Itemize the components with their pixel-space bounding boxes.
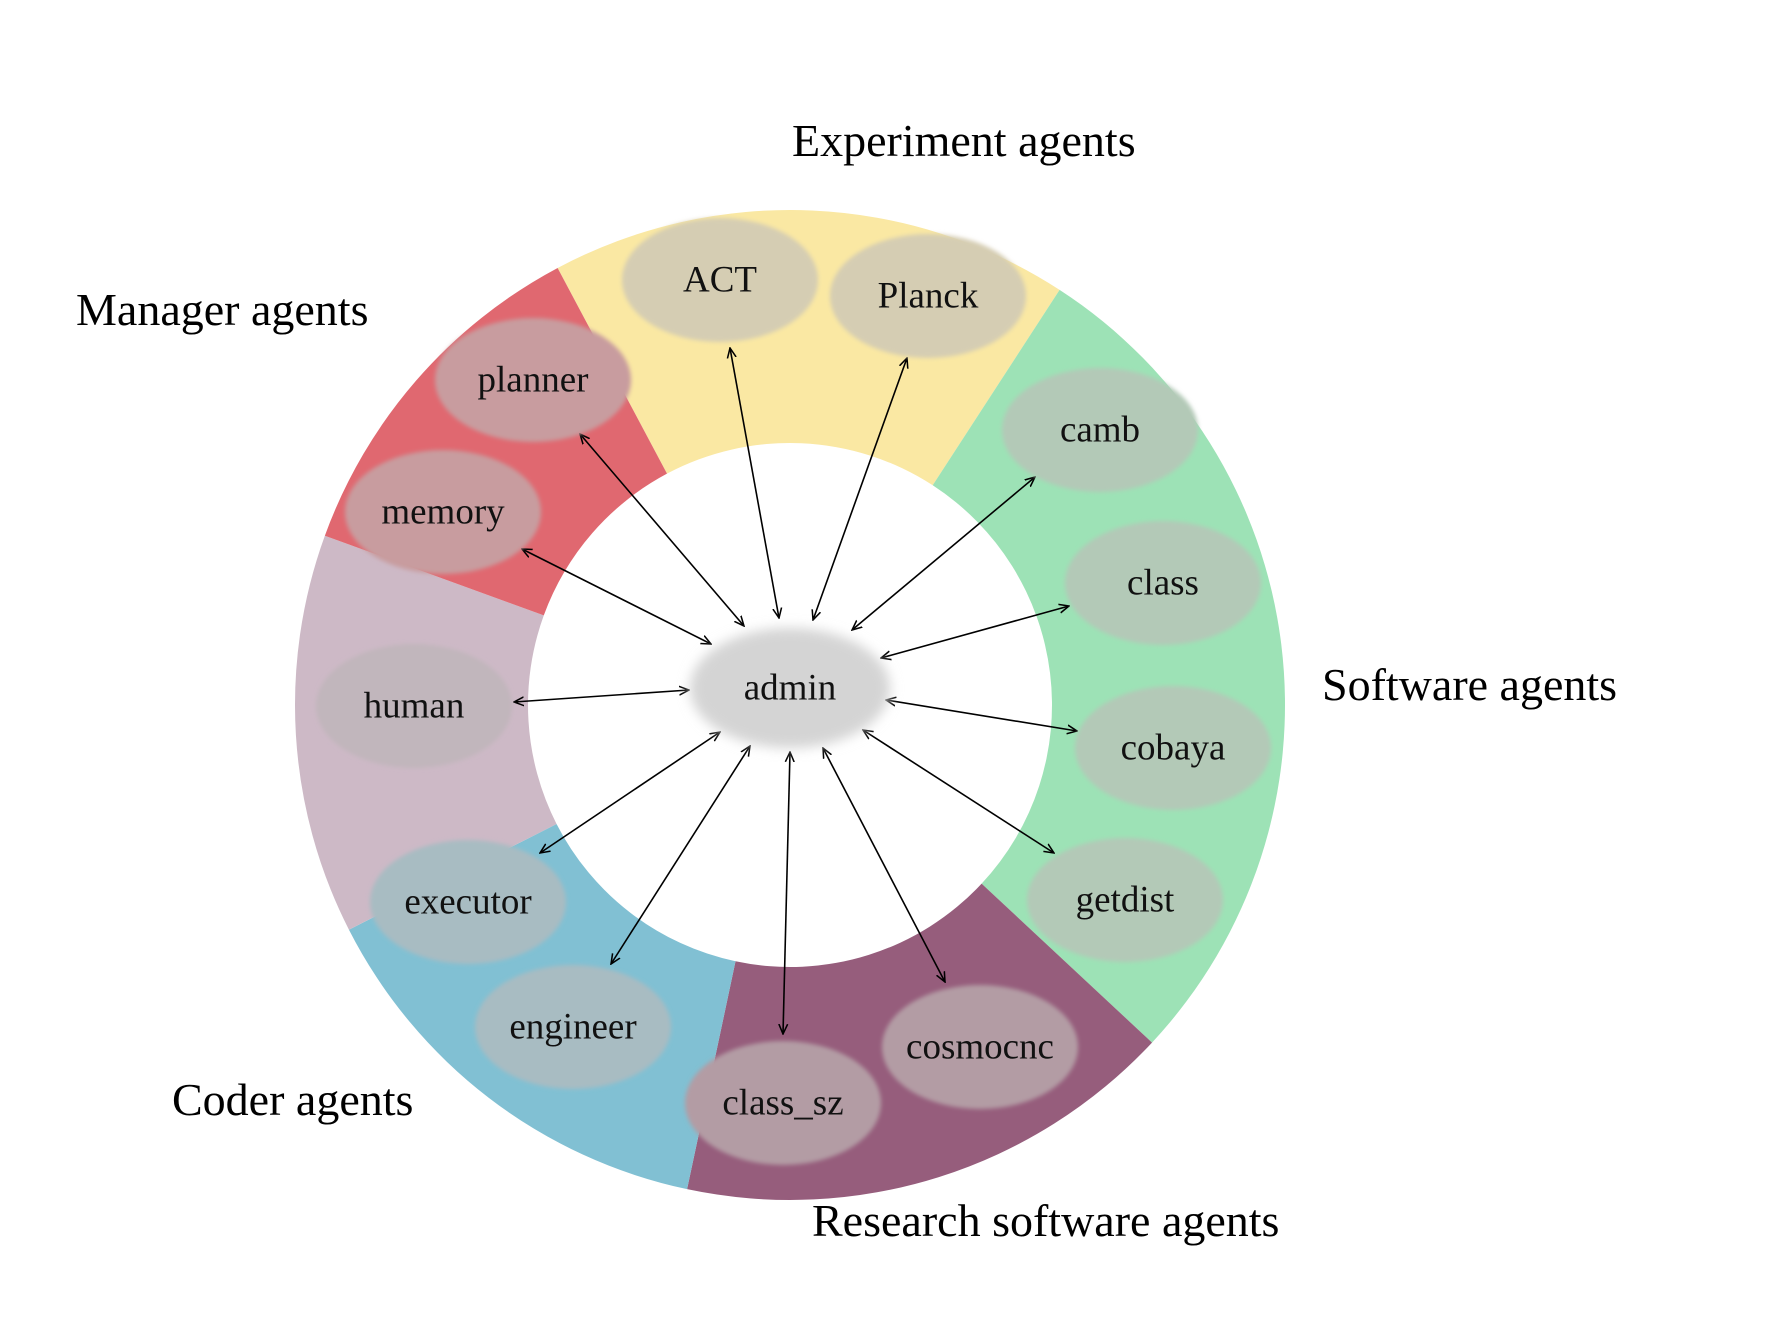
node-planner-ellipse — [435, 318, 631, 442]
group-labels: Experiment agents Software agents Resear… — [76, 115, 1617, 1246]
edge-admin-cosmocnc — [823, 748, 945, 982]
node-human-label: human — [364, 686, 465, 727]
node-class-sz-label: class_sz — [722, 1083, 843, 1124]
node-planner-label: planner — [478, 360, 589, 401]
node-cobaya[interactable]: cobaya — [1075, 686, 1271, 810]
node-camb-label: camb — [1060, 410, 1140, 451]
nodes: ACT Planck camb class cobaya getdist cos… — [316, 218, 1271, 1165]
node-admin-ellipse — [690, 628, 890, 748]
node-act-label: ACT — [683, 260, 757, 301]
node-memory-label: memory — [381, 492, 505, 533]
group-label-experiment: Experiment agents — [792, 115, 1136, 166]
group-label-manager: Manager agents — [76, 284, 369, 335]
edge-admin-cobaya — [886, 700, 1077, 731]
group-label-coder: Coder agents — [172, 1074, 413, 1125]
edge-admin-act — [730, 348, 779, 618]
node-act[interactable]: ACT — [622, 218, 818, 342]
edge-admin-engineer — [611, 746, 750, 964]
edge-admin-human — [514, 690, 689, 702]
node-camb[interactable]: camb — [1002, 368, 1198, 492]
node-camb-ellipse — [1002, 368, 1198, 492]
node-human[interactable]: human — [316, 644, 512, 768]
node-class-ellipse — [1065, 521, 1261, 645]
node-class-sz-ellipse — [685, 1041, 881, 1165]
node-planck-label: Planck — [878, 276, 979, 317]
node-engineer[interactable]: engineer — [475, 965, 671, 1089]
edge-admin-getdist — [863, 730, 1054, 853]
node-admin[interactable]: admin — [690, 628, 890, 748]
node-class-sz[interactable]: class_sz — [685, 1041, 881, 1165]
node-memory-ellipse — [345, 450, 541, 574]
edges — [514, 348, 1077, 1034]
node-cosmocnc-ellipse — [882, 985, 1078, 1109]
edge-admin-class-sz — [783, 752, 790, 1034]
node-class-label: class — [1127, 563, 1199, 604]
node-memory[interactable]: memory — [345, 450, 541, 574]
node-act-ellipse — [622, 218, 818, 342]
node-cobaya-ellipse — [1075, 686, 1271, 810]
edge-admin-executor — [540, 732, 720, 853]
node-planner[interactable]: planner — [435, 318, 631, 442]
node-executor[interactable]: executor — [370, 840, 566, 964]
node-admin-label: admin — [744, 668, 836, 709]
node-engineer-ellipse — [475, 965, 671, 1089]
node-executor-label: executor — [404, 882, 531, 923]
group-label-software: Software agents — [1322, 659, 1617, 710]
node-cosmocnc[interactable]: cosmocnc — [882, 985, 1078, 1109]
group-label-research: Research software agents — [812, 1195, 1279, 1246]
node-getdist[interactable]: getdist — [1027, 838, 1223, 962]
edge-admin-class — [881, 606, 1069, 658]
node-getdist-ellipse — [1027, 838, 1223, 962]
edge-admin-planner — [580, 434, 744, 626]
node-planck-ellipse — [830, 234, 1026, 358]
node-executor-ellipse — [370, 840, 566, 964]
node-cosmocnc-label: cosmocnc — [906, 1027, 1054, 1068]
node-getdist-label: getdist — [1076, 880, 1175, 921]
node-class[interactable]: class — [1065, 521, 1261, 645]
node-engineer-label: engineer — [509, 1007, 636, 1048]
node-human-ellipse — [316, 644, 512, 768]
node-planck[interactable]: Planck — [830, 234, 1026, 358]
node-cobaya-label: cobaya — [1121, 728, 1226, 769]
